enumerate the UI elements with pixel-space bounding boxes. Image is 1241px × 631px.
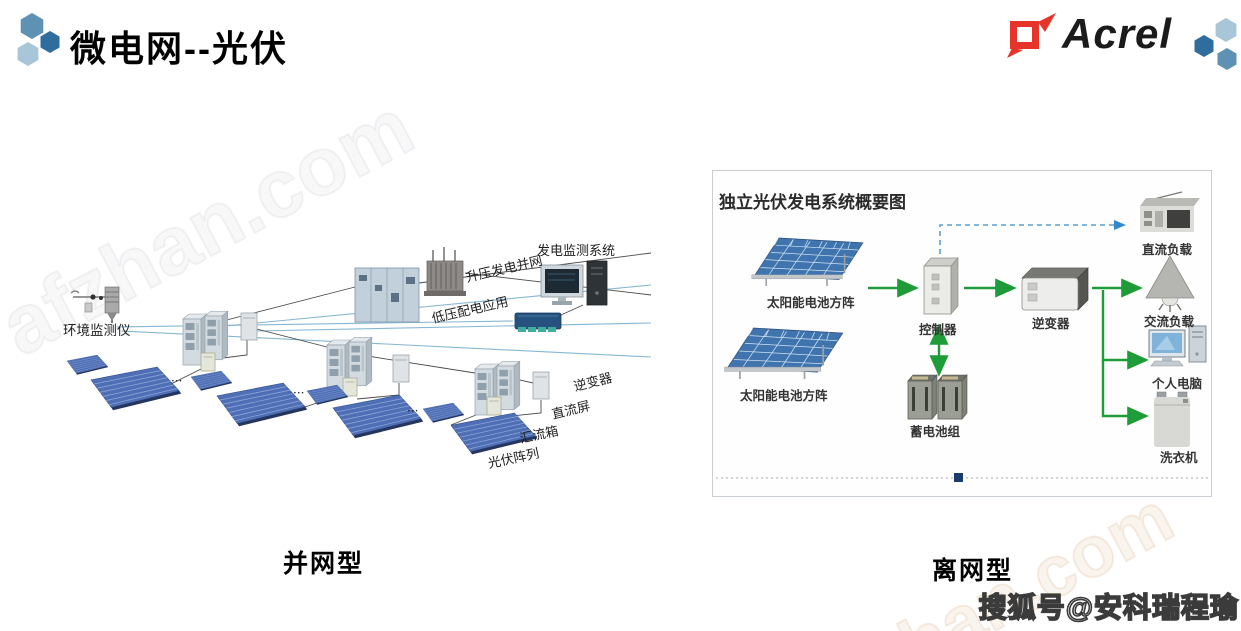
page-title: 微电网--光伏 (70, 28, 288, 69)
monitoring-computer-icon (540, 260, 608, 306)
acrel-logo-mark-icon (1007, 13, 1056, 58)
washer-label: 洗衣机 (1160, 450, 1198, 465)
controller-icon (923, 257, 959, 315)
dc-load-label: 直流负载 (1142, 242, 1193, 257)
hexagon-cluster-icon (1194, 18, 1237, 70)
serial-server-icon (514, 312, 562, 332)
ellipsis: ··· (407, 404, 418, 418)
solar-array-1-label: 太阳能电池方阵 (767, 295, 855, 310)
ac-load-label: 交流负载 (1144, 314, 1195, 329)
washing-machine-icon (1154, 391, 1190, 447)
solar-array-2-label: 太阳能电池方阵 (740, 388, 828, 403)
acrel-logo: Acrel (1004, 8, 1172, 60)
green-arrows (868, 278, 1149, 426)
env-monitor-label: 环境监测仪 (63, 323, 131, 339)
ellipsis: ··· (293, 386, 304, 400)
battery-label: 蓄电池组 (910, 424, 961, 439)
gen-monitor-label: 发电监测系统 (537, 243, 615, 259)
radio-icon (1140, 191, 1200, 232)
switchgear-icon (354, 267, 420, 323)
caption-off-grid: 离网型 (932, 557, 1014, 585)
controller-label: 控制器 (919, 322, 957, 337)
dc-panel-label: 直流屏 (550, 399, 591, 423)
ellipsis: ··· (171, 374, 182, 388)
dashed-blue-arrow (939, 220, 1126, 254)
battery-pair-icon (907, 374, 968, 420)
desktop-pc-icon (1148, 325, 1207, 367)
inverter-label: 逆变器 (572, 370, 614, 395)
inverter-icon (1021, 267, 1089, 311)
pc-label: 个人电脑 (1151, 376, 1203, 391)
caption-grid-connected: 并网型 (283, 550, 365, 578)
transformer-icon (424, 247, 466, 296)
pv-array-label: 光伏阵列 (487, 446, 541, 471)
offgrid-title: 独立光伏发电系统概要图 (719, 192, 906, 212)
inverter-label: 逆变器 (1032, 316, 1070, 331)
acrel-logo-text: Acrel (1062, 10, 1173, 57)
sohu-watermark: 搜狐号@安科瑞程瑜 (978, 591, 1239, 624)
environment-monitor-icon (70, 286, 120, 323)
grid-connected-diagram: 环境监测仪 升压发电并网 发电监测系统 低压配电应用 逆变器 直流屏 汇流箱 光… (63, 243, 652, 472)
off-grid-diagram: 独立光伏发电系统概要图 (712, 170, 1212, 497)
lamp-icon (1145, 255, 1195, 312)
hexagon-cluster-icon (17, 13, 60, 66)
combiner-label: 汇流箱 (519, 423, 560, 447)
selection-handle (954, 473, 963, 482)
